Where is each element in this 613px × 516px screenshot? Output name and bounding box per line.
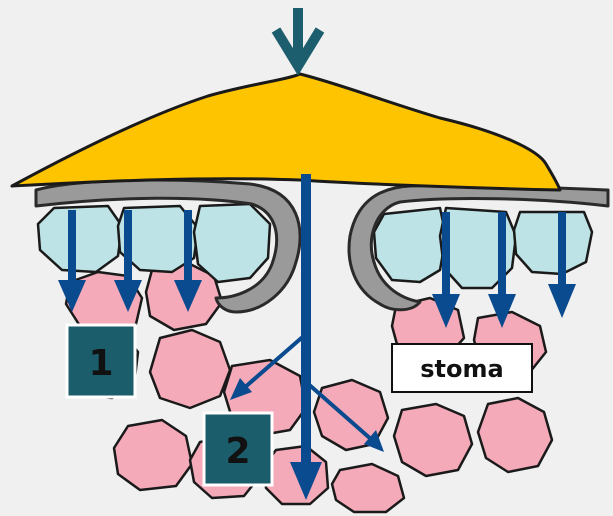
surface-deposit bbox=[12, 74, 560, 190]
mesophyll-cell bbox=[394, 404, 472, 476]
marker-1-label: 1 bbox=[88, 343, 113, 384]
mesophyll-cell bbox=[114, 420, 192, 490]
mesophyll-cell bbox=[332, 464, 404, 512]
mesophyll-cell bbox=[478, 398, 552, 472]
stoma-label-box: stoma bbox=[392, 344, 532, 392]
stoma-label: stoma bbox=[420, 355, 503, 383]
marker-2: 2 bbox=[204, 413, 272, 485]
epidermal-cell bbox=[194, 204, 270, 282]
marker-2-label: 2 bbox=[225, 431, 250, 472]
epidermal-cell bbox=[514, 212, 592, 274]
epidermal-cell bbox=[38, 206, 122, 272]
epidermal-cell bbox=[374, 208, 446, 282]
top-arrow-icon bbox=[276, 8, 320, 66]
mesophyll-cell bbox=[150, 330, 230, 408]
marker-1: 1 bbox=[67, 325, 135, 397]
